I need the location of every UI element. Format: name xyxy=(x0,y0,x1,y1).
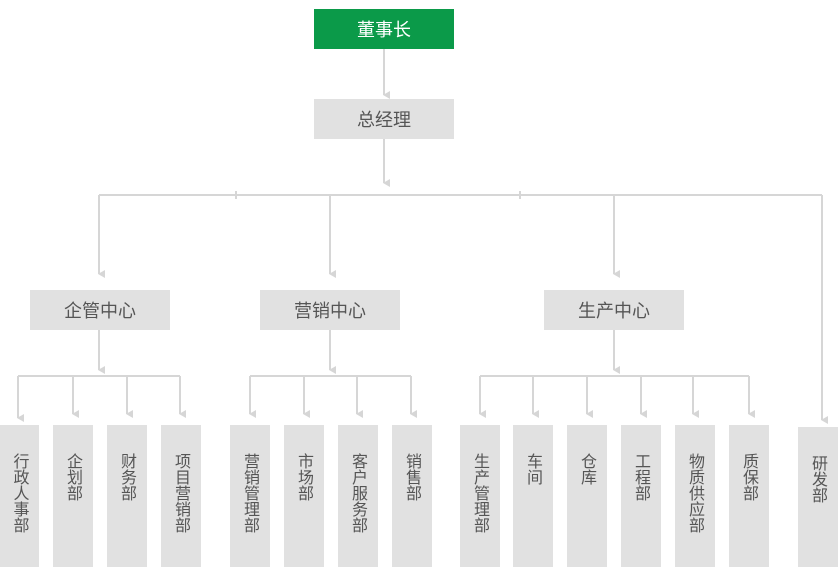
dept-label: 物质供应部 xyxy=(686,453,705,533)
dept-material-supply: 物质供应部 xyxy=(675,425,715,567)
dept-production-management: 生产管理部 xyxy=(460,425,500,567)
dept-label: 营销管理部 xyxy=(241,453,260,533)
center-enterprise-management: 企管中心 xyxy=(30,290,170,330)
dept-label: 行政人事部 xyxy=(10,453,30,533)
dept-label: 市场部 xyxy=(295,453,314,501)
dept-label: 研发部 xyxy=(809,455,828,503)
dept-label: 工程部 xyxy=(632,453,651,501)
dept-project-marketing: 项目营销部 xyxy=(161,425,201,567)
dept-engineering: 工程部 xyxy=(621,425,661,567)
chairman-node: 董事长 xyxy=(314,9,454,49)
dept-label: 车间 xyxy=(524,453,543,485)
dept-label: 客户服务部 xyxy=(349,453,368,533)
dept-quality-assurance: 质保部 xyxy=(729,425,769,567)
dept-label: 财务部 xyxy=(118,453,137,501)
dept-warehouse: 仓库 xyxy=(567,425,607,567)
dept-label: 企划部 xyxy=(64,453,83,501)
dept-customer-service: 客户服务部 xyxy=(338,425,378,567)
dept-sales: 销售部 xyxy=(392,425,432,567)
dept-planning: 企划部 xyxy=(53,425,93,567)
dept-label: 生产管理部 xyxy=(471,453,490,533)
dept-label: 项目营销部 xyxy=(172,453,191,533)
center-marketing: 营销中心 xyxy=(260,290,400,330)
dept-label: 质保部 xyxy=(740,453,759,501)
dept-research-development: 研发部 xyxy=(798,427,838,567)
dept-marketing-management: 营销管理部 xyxy=(230,425,270,567)
dept-label: 仓库 xyxy=(578,453,597,485)
dept-workshop: 车间 xyxy=(513,425,553,567)
dept-finance: 财务部 xyxy=(107,425,147,567)
general-manager-node: 总经理 xyxy=(314,99,454,139)
dept-market: 市场部 xyxy=(284,425,324,567)
dept-label: 销售部 xyxy=(403,453,422,501)
center-production: 生产中心 xyxy=(544,290,684,330)
dept-admin-hr: 行政人事部 xyxy=(0,425,39,567)
